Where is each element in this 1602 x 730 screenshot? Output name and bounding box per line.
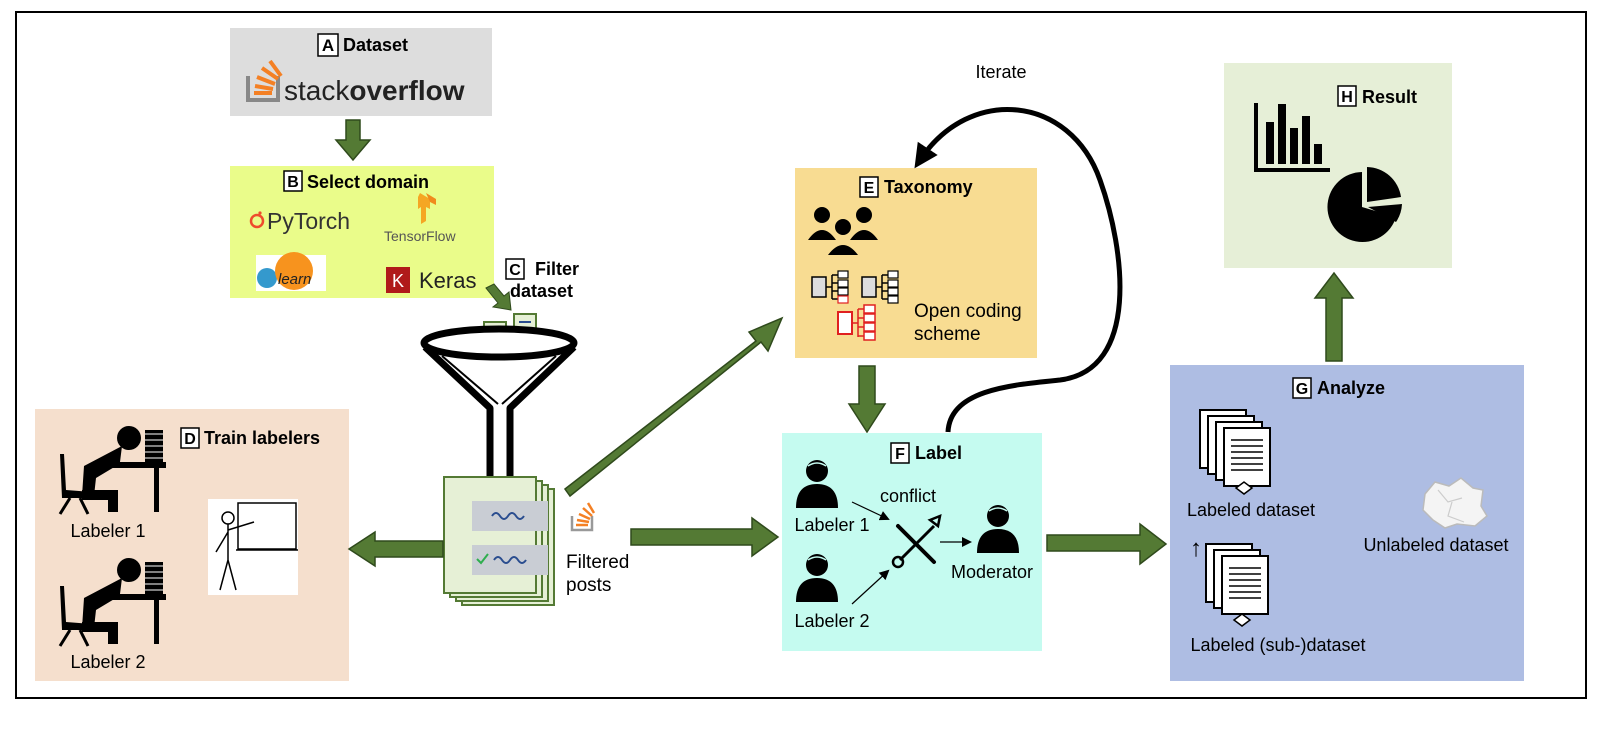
arrow-posts-to-taxonomy: [563, 316, 784, 498]
arrow-posts-to-label: [630, 516, 780, 558]
result-node: H Result: [1224, 63, 1452, 268]
labeled-subset-documents-icon: [1205, 543, 1269, 627]
person-icon: [796, 554, 838, 602]
keras-label: Keras: [419, 268, 476, 293]
letter-f: F: [895, 446, 905, 463]
result-title: Result: [1362, 87, 1417, 107]
letter-g: G: [1296, 381, 1308, 398]
label-labeler2: Labeler 2: [794, 611, 869, 631]
label-title: Label: [915, 443, 962, 463]
scheme-label-line1: Open coding: [914, 301, 1022, 322]
train-node: D Train labelers Labeler 1: [35, 409, 349, 681]
letter-h: H: [1341, 89, 1353, 106]
person-icon: [796, 460, 838, 508]
conflict-label: conflict: [880, 486, 936, 506]
posts-label-line1: Filtered: [566, 552, 629, 573]
letter-b: B: [287, 174, 299, 191]
train-labeler1: Labeler 1: [70, 521, 145, 541]
iterate-loop-arrow: [914, 107, 1123, 433]
crumpled-paper-icon: [1422, 477, 1488, 529]
bar-chart-icon: [1254, 103, 1330, 172]
pie-chart-icon: [1327, 167, 1402, 242]
iterate-label: Iterate: [975, 62, 1026, 82]
stackoverflow-logo-icon: [246, 59, 283, 102]
taxonomy-node: E Taxonomy: [795, 168, 1037, 358]
arrow-analyze-to-result: [1313, 271, 1355, 362]
filter-title-line1: Filter: [535, 259, 579, 279]
letter-box-e: [859, 176, 879, 198]
letter-box-h: [1337, 85, 1357, 107]
letter-box-b: [283, 170, 303, 192]
tensorflow-logo-icon: [418, 193, 436, 224]
domain-node: B Select domain PyTorch TensorFlow learn…: [230, 166, 494, 298]
group-people-icon: [808, 207, 878, 257]
arrow-a-to-b: [334, 119, 372, 162]
filter-title-line2: dataset: [510, 281, 573, 301]
labeler-at-desk-icon: [58, 426, 166, 515]
sub-dataset-up-arrow: ↑: [1190, 535, 1202, 562]
tensorflow-label: TensorFlow: [384, 228, 456, 244]
letter-box-a: [317, 33, 339, 57]
arrow-into-funnel: [485, 283, 512, 311]
label-labeler1: Labeler 1: [794, 515, 869, 535]
filter-node: C Filter dataset: [420, 258, 579, 492]
letter-d: D: [184, 431, 196, 448]
analyze-title: Analyze: [1317, 378, 1385, 398]
label-node: F Label Labeler 1 Labeler 2 conflict: [782, 433, 1042, 651]
pytorch-logo-icon: [249, 211, 265, 229]
posts-label-line2: posts: [566, 575, 611, 596]
train-labeler2: Labeler 2: [70, 652, 145, 672]
moderator-person-icon: [977, 505, 1019, 553]
sub-dataset-label: Labeled (sub-)dataset: [1190, 635, 1365, 655]
coding-scheme-tree-icon: [811, 270, 899, 341]
dataset-title: Dataset: [343, 35, 408, 55]
teacher-whiteboard-icon: [208, 499, 298, 595]
taxonomy-box: [795, 168, 1037, 358]
pytorch-label: PyTorch: [267, 208, 350, 234]
analyze-node: G Analyze Labeled dataset ↑: [1170, 365, 1524, 681]
arrow-labeler1-to-resolve: [851, 501, 890, 521]
posts-stack-icon: [443, 476, 555, 606]
logo-overflow-text: overflow: [349, 75, 464, 106]
letter-box-g: [1292, 377, 1312, 399]
arrow-taxonomy-to-label: [847, 365, 887, 434]
tools-icon: [891, 513, 942, 569]
arrow-label-to-analyze: [1046, 522, 1168, 566]
labeled-dataset-label: Labeled dataset: [1187, 500, 1315, 520]
moderator-label: Moderator: [951, 562, 1033, 582]
dataset-node: A Dataset stackoverflow: [230, 28, 492, 116]
keras-logo-icon: K: [386, 267, 410, 293]
arrow-posts-to-train: [347, 530, 444, 568]
taxonomy-title: Taxonomy: [884, 177, 973, 197]
letter-a: A: [322, 36, 334, 55]
sklearn-logo-icon: [256, 252, 326, 291]
logo-stack-text: stack: [284, 75, 350, 106]
letter-box-c: [505, 258, 525, 280]
letter-e: E: [864, 180, 875, 197]
domain-title: Select domain: [307, 172, 429, 192]
train-title: Train labelers: [204, 428, 320, 448]
scheme-label-line2: scheme: [914, 324, 981, 345]
letter-box-f: [890, 442, 910, 464]
arrow-labeler2-to-resolve: [851, 569, 890, 605]
train-box: [35, 409, 349, 681]
filtered-posts-node: Filtered posts: [443, 476, 629, 606]
labeled-documents-icon: [1199, 409, 1271, 495]
keras-letter: K: [392, 271, 404, 291]
letter-c: C: [509, 262, 521, 279]
labeler-at-desk-icon: [58, 558, 166, 647]
unlabeled-dataset-label: Unlabeled dataset: [1363, 535, 1508, 555]
posts-stackoverflow-icon: [570, 502, 596, 532]
letter-box-d: [180, 427, 200, 449]
stackoverflow-wordmark: stackoverflow: [284, 75, 465, 106]
sklearn-label: learn: [278, 271, 311, 288]
